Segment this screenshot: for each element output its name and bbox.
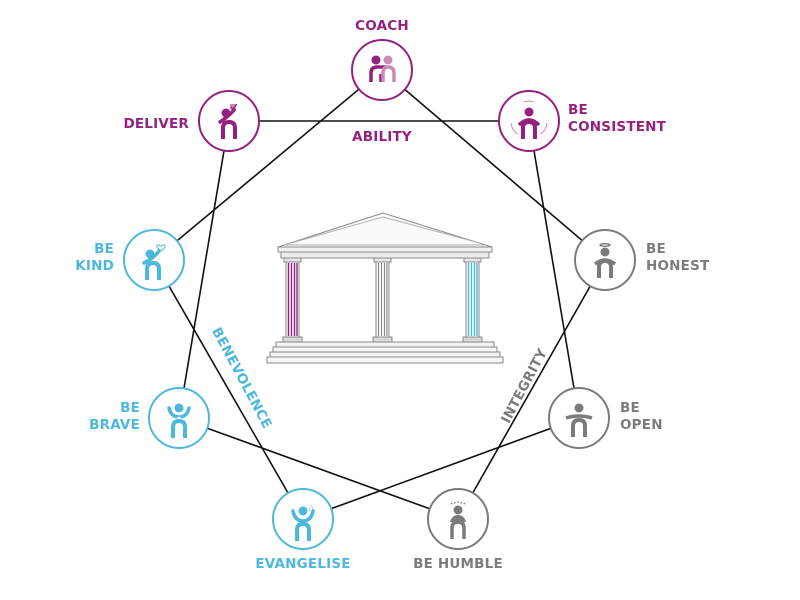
- label-line: BE: [568, 102, 588, 118]
- person-arms-raised-badge-icon: [167, 403, 191, 438]
- label-line: BE: [94, 241, 114, 257]
- node-label-be-humble: BE HUMBLE: [413, 556, 503, 572]
- label-line: BE HUMBLE: [413, 556, 503, 572]
- label-line: EVANGELISE: [255, 556, 350, 572]
- person-praying-icon: [450, 501, 466, 539]
- connection-be-consistent-be-open: [528, 120, 580, 419]
- connection-lines: [153, 69, 606, 520]
- node-label-coach: COACH: [355, 18, 409, 34]
- person-checkbox-icon: [218, 103, 238, 139]
- node-label-deliver: DELIVER: [123, 116, 189, 132]
- two-people-coach-icon: [369, 55, 396, 82]
- connection-be-brave-be-humble: [178, 417, 459, 520]
- connection-deliver-be-brave: [178, 120, 230, 419]
- person-halo-icon: [593, 243, 617, 278]
- node-label-evangelise: EVANGELISE: [255, 556, 350, 572]
- node-ring: [272, 488, 334, 550]
- pillar-benevolence: [462, 257, 483, 343]
- pillar-integrity: [372, 257, 393, 343]
- category-label-integrity: INTEGRITY: [498, 346, 551, 426]
- label-line: BE: [620, 400, 640, 416]
- connection-be-kind-evangelise: [153, 259, 304, 520]
- label-line: OPEN: [620, 417, 663, 433]
- node-evangelise: EVANGELISE: [255, 488, 350, 572]
- node-be-humble: BE HUMBLE: [413, 488, 503, 572]
- connection-coach-be-honest: [381, 69, 606, 261]
- label-line: DELIVER: [123, 116, 189, 132]
- temple-pillars-icon: [266, 212, 504, 364]
- label-line: COACH: [355, 18, 409, 34]
- label-line: BE: [646, 241, 666, 257]
- label-line: BE: [120, 400, 140, 416]
- pillar-ability: [282, 257, 303, 343]
- label-line: CONSISTENT: [568, 119, 667, 135]
- connection-coach-be-kind: [153, 69, 383, 261]
- label-line: HONEST: [646, 258, 710, 274]
- connection-be-honest-be-humble: [457, 259, 606, 520]
- connection-evangelise-be-open: [302, 417, 580, 520]
- label-line: BRAVE: [89, 417, 140, 433]
- category-label-benevolence: BENEVOLENCE: [208, 325, 275, 432]
- node-coach: COACH: [351, 18, 413, 101]
- category-label-ability: ABILITY: [352, 129, 412, 145]
- label-line: KIND: [75, 258, 114, 274]
- person-rotating-arrows-icon: [510, 100, 548, 139]
- node-ring: [123, 229, 185, 291]
- person-open-arms-icon: [565, 403, 593, 437]
- person-broadcasting-icon: [291, 504, 315, 541]
- node-deliver: DELIVER: [123, 90, 260, 152]
- person-holding-heart-icon: [142, 244, 166, 280]
